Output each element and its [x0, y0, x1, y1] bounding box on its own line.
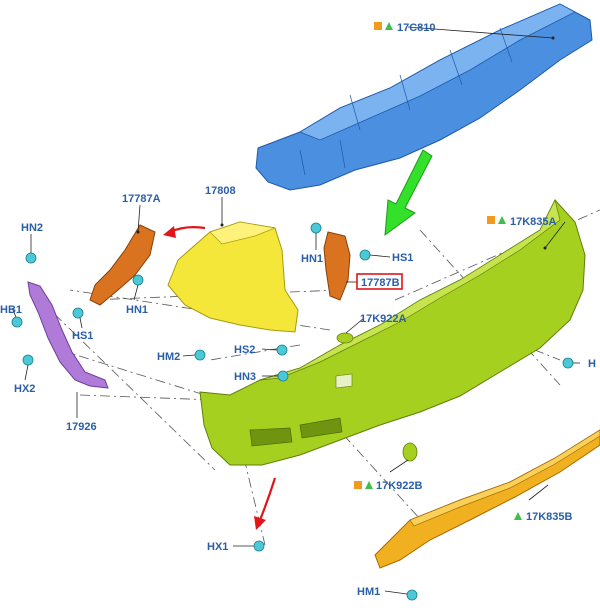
- triangle-marker-17K835A: [498, 216, 506, 224]
- label-HN3: HN3: [234, 371, 256, 383]
- fastener-hm2: [194, 349, 206, 361]
- corner-cover-17808: [167, 221, 299, 333]
- fastener-hx1: [253, 540, 265, 552]
- label-HN2: HN2: [21, 222, 43, 234]
- label-17787B: 17787B: [361, 277, 400, 289]
- label-HM1: HM1: [357, 586, 380, 598]
- legend-markers: [354, 22, 522, 520]
- label-HS1-right: HS1: [392, 252, 413, 264]
- red-arrow-top: [169, 226, 206, 234]
- square-marker-17K835A: [487, 216, 495, 224]
- square-marker-17K922B: [354, 481, 362, 489]
- fastener-hn1-left: [132, 274, 144, 286]
- label-HS2: HS2: [234, 344, 255, 356]
- label-HB1: HB1: [0, 304, 22, 316]
- fasteners: [11, 222, 574, 601]
- label-HM2: HM2: [157, 351, 180, 363]
- lower-strip-17K835B: [374, 429, 600, 569]
- label-17K922A: 17K922A: [360, 313, 407, 325]
- fastener-hx2: [22, 354, 34, 366]
- label-HN1-right: HN1: [301, 253, 323, 265]
- label-H-right: H: [588, 358, 596, 370]
- reflector-17K922A: [336, 332, 354, 344]
- bracket-17787B: [323, 231, 351, 301]
- side-bracket-17926: [27, 281, 109, 389]
- fastener-hs1-right: [359, 249, 371, 261]
- energy-absorber-17C810: [255, 3, 593, 191]
- direction-arrows: [163, 149, 433, 530]
- fastener-hn3: [277, 370, 289, 382]
- triangle-marker-17K922B: [365, 481, 373, 489]
- highlight-box-17787B: [356, 273, 403, 290]
- green-arrow: [384, 149, 433, 237]
- label-17787A: 17787A: [122, 193, 161, 205]
- label-HX1: HX1: [207, 541, 228, 553]
- part-labels: 17C810 17K835A 17787A 17808 HN2 HN1 HS1 …: [0, 22, 596, 598]
- label-17K922B: 17K922B: [376, 480, 423, 492]
- bracket-17787A: [89, 224, 156, 306]
- triangle-marker-17K835B: [514, 512, 522, 520]
- label-HX2: HX2: [14, 383, 35, 395]
- fastener-hm1: [406, 589, 418, 601]
- label-17C810: 17C810: [397, 22, 436, 34]
- red-arrow-bottom: [258, 477, 277, 521]
- leader-lines: [11, 26, 580, 595]
- fastener-hb1: [11, 316, 23, 328]
- fastener-h-right: [562, 357, 574, 369]
- square-marker-17C810: [374, 22, 382, 30]
- label-17K835B: 17K835B: [526, 511, 573, 523]
- label-17926: 17926: [66, 421, 97, 433]
- fastener-hn1-right: [310, 222, 322, 234]
- label-HN1-left: HN1: [126, 304, 148, 316]
- fastener-hs2: [276, 344, 288, 356]
- reflector-17K922B: [402, 442, 418, 462]
- fastener-hs1-left: [72, 307, 84, 319]
- label-17K835A: 17K835A: [510, 216, 557, 228]
- triangle-marker-17C810: [385, 22, 393, 30]
- label-HS1-left: HS1: [72, 330, 93, 342]
- fastener-hn2: [25, 252, 37, 264]
- bumper-cover-17K835A: [199, 198, 586, 466]
- label-17808: 17808: [205, 185, 236, 197]
